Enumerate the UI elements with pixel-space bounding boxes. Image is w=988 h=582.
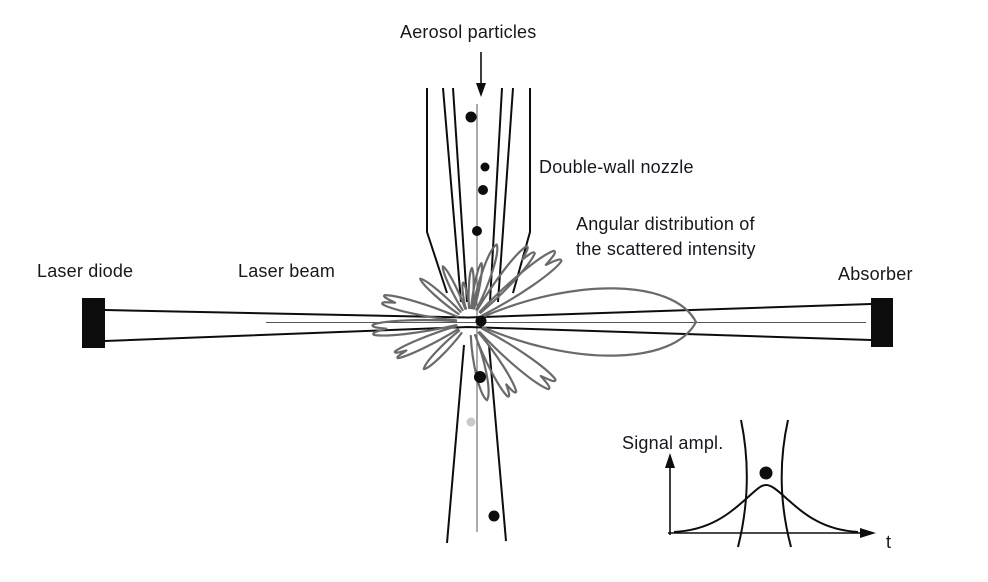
particle-dot <box>465 111 477 123</box>
beam-lower-edge <box>104 325 872 342</box>
arrow-down-head-icon <box>476 83 486 97</box>
label-signal-ampl: Signal ampl. <box>622 433 723 453</box>
particle-dot <box>474 371 486 383</box>
nozzle-inner-wall-right-b <box>489 87 503 303</box>
nozzle-inner-wall-left-a <box>442 87 462 303</box>
particle-dot <box>488 510 500 522</box>
scattering-pattern <box>371 243 698 402</box>
label-angular-distribution-line1: Angular distribution of <box>576 214 756 234</box>
laser-beam-group <box>82 298 893 348</box>
label-t-axis: t <box>886 532 891 552</box>
label-laser-diode: Laser diode <box>37 261 133 281</box>
arrow-up-head-icon <box>665 453 675 468</box>
nozzle-inner-wall-left-b <box>452 87 468 303</box>
aerosol-inlet-arrow <box>476 52 486 97</box>
gaussian-signal-curve <box>673 483 859 533</box>
beam-waist-arc-left <box>737 419 748 548</box>
stream-diverging-right <box>488 344 507 542</box>
particle-dot <box>478 185 488 195</box>
nozzle-outer-wall-left <box>426 88 448 294</box>
nozzle-outer-wall-right <box>512 88 531 294</box>
absorber-body <box>871 298 893 347</box>
label-laser-beam: Laser beam <box>238 261 335 281</box>
particle-dot <box>480 162 490 172</box>
inset-particle-dot <box>759 466 773 480</box>
beam-waist-arc-right <box>780 419 792 548</box>
particle-dot-in-beam <box>475 315 487 327</box>
laser-diode-body <box>82 298 105 348</box>
stream-diverging-left <box>446 344 465 544</box>
label-absorber: Absorber <box>838 264 913 284</box>
arrow-right-head-icon <box>860 528 876 538</box>
signal-inset <box>665 419 876 548</box>
particle-dot <box>472 226 482 236</box>
nozzle-inner-wall-right-a <box>497 87 514 303</box>
label-angular-distribution-line2: the scattered intensity <box>576 239 756 259</box>
aerosol-particle-dots <box>465 111 500 522</box>
particle-dot-faded <box>466 417 476 427</box>
double-wall-nozzle <box>426 87 531 303</box>
label-aerosol-particles: Aerosol particles <box>400 22 536 42</box>
label-double-wall-nozzle: Double-wall nozzle <box>539 157 694 177</box>
beam-upper-edge <box>104 303 872 319</box>
